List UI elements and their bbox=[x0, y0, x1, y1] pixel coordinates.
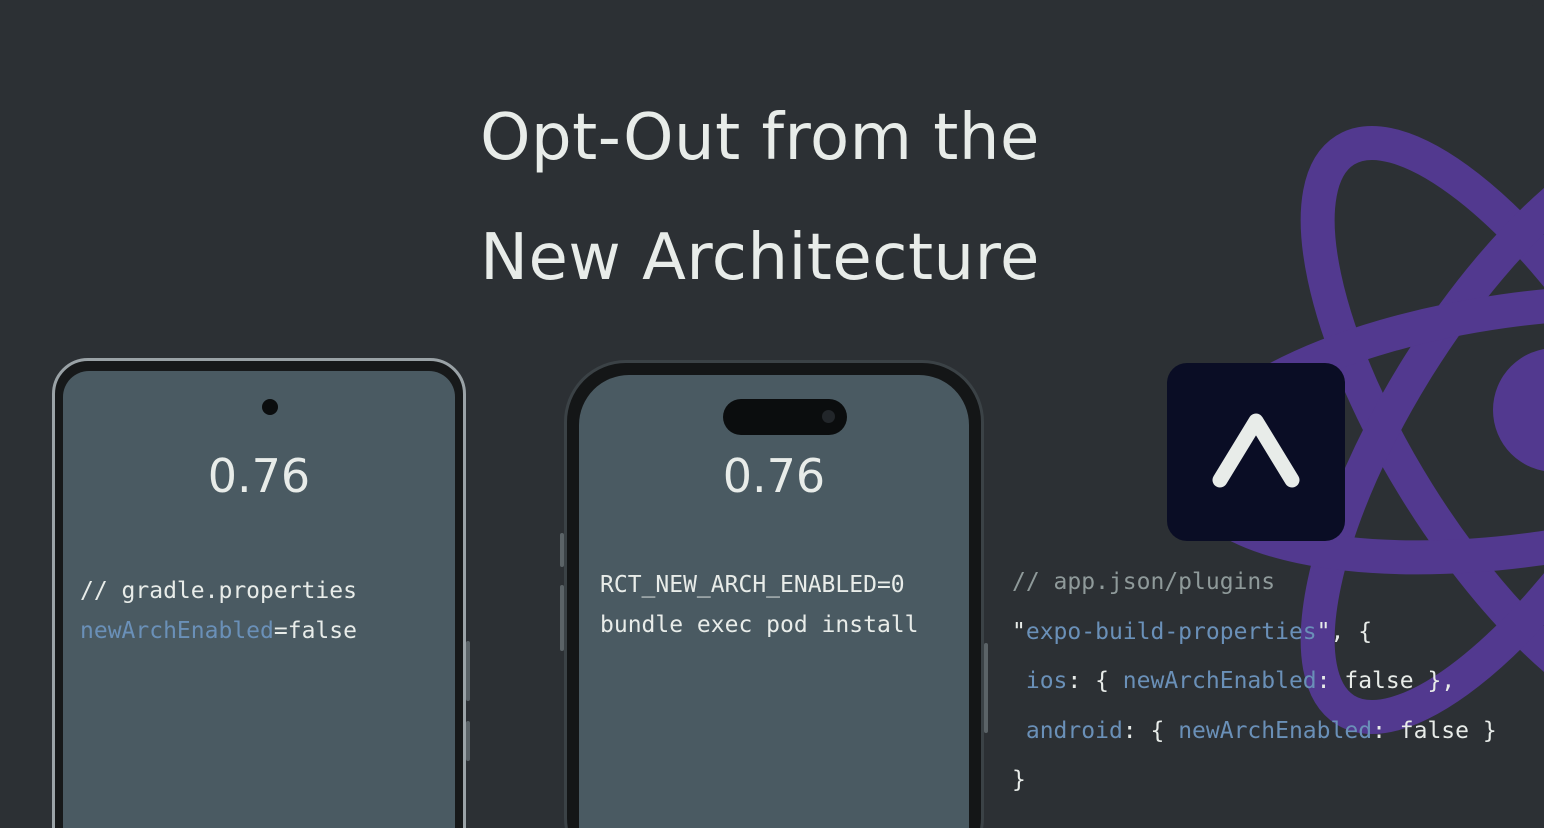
slide-title: Opt-Out from the New Architecture bbox=[0, 78, 1520, 318]
expo-ios-key: ios bbox=[1025, 668, 1068, 694]
expo-logo bbox=[1167, 363, 1345, 541]
expo-code-quote: " bbox=[1012, 618, 1026, 645]
android-code-comment: // gradle.properties bbox=[80, 578, 357, 604]
expo-code-punct: : { bbox=[1067, 668, 1123, 694]
expo-ios-value: : false }, bbox=[1316, 668, 1456, 694]
expo-code-close: } bbox=[1012, 767, 1026, 793]
expo-ios-prop: newArchEnabled bbox=[1122, 668, 1317, 694]
android-phone-mockup: 0.76 // gradle.properties newArchEnabled… bbox=[52, 358, 470, 828]
expo-android-key: android bbox=[1025, 717, 1123, 744]
phone-side-button bbox=[984, 643, 988, 733]
camera-punch-hole bbox=[262, 399, 278, 415]
ios-version-label: 0.76 bbox=[722, 449, 826, 503]
ios-phone-mockup: 0.76 RCT_NEW_ARCH_ENABLED=0 bundle exec … bbox=[560, 360, 988, 828]
ios-code-line-2: bundle exec pod install bbox=[600, 612, 919, 638]
expo-code-punct: : { bbox=[1122, 717, 1179, 744]
android-code-key: newArchEnabled bbox=[80, 618, 274, 644]
ios-code-line-1: RCT_NEW_ARCH_ENABLED=0 bbox=[600, 572, 905, 598]
phone-side-button bbox=[466, 641, 470, 701]
android-version-label: 0.76 bbox=[207, 449, 311, 503]
dynamic-island bbox=[723, 399, 847, 435]
expo-code-comment: // app.json/plugins bbox=[1012, 569, 1276, 595]
ios-screen: 0.76 RCT_NEW_ARCH_ENABLED=0 bundle exec … bbox=[579, 375, 969, 828]
android-screen: 0.76 // gradle.properties newArchEnabled… bbox=[63, 371, 455, 828]
android-code-value: =false bbox=[273, 618, 357, 644]
expo-plugin-name: expo-build-properties bbox=[1025, 618, 1317, 645]
expo-config-code-block: // app.json/plugins "expo-build-properti… bbox=[1012, 558, 1497, 806]
phone-side-button bbox=[466, 721, 470, 761]
expo-android-prop: newArchEnabled bbox=[1178, 717, 1373, 744]
expo-code-punct: ", { bbox=[1316, 618, 1373, 645]
phone-side-button bbox=[560, 533, 564, 567]
android-code-block: // gradle.properties newArchEnabled=fals… bbox=[80, 571, 357, 651]
title-line-2: New Architecture bbox=[480, 221, 1040, 295]
expo-android-value: : false } bbox=[1372, 717, 1497, 744]
phone-side-button bbox=[560, 585, 564, 651]
title-line-1: Opt-Out from the bbox=[480, 101, 1040, 175]
expo-chevron-up-icon bbox=[1212, 413, 1300, 488]
ios-code-block: RCT_NEW_ARCH_ENABLED=0 bundle exec pod i… bbox=[600, 565, 919, 645]
